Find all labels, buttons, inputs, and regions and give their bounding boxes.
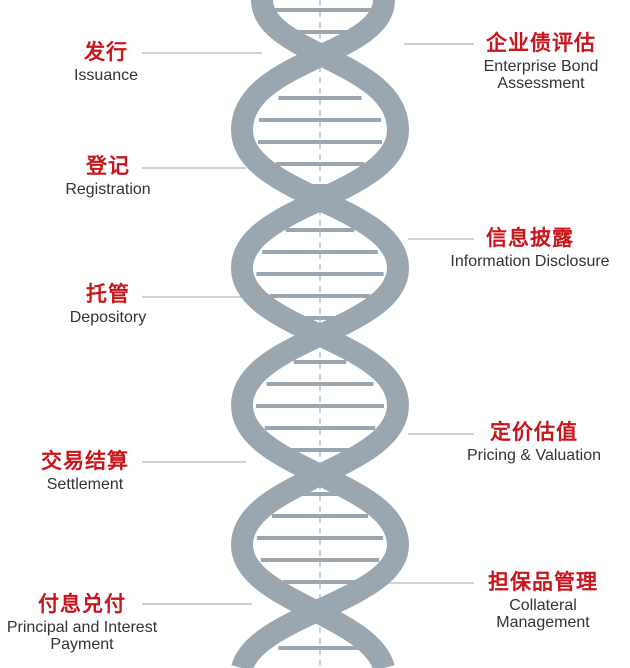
- label-payment-en: Principal and Interest Payment: [6, 619, 158, 653]
- helix-rung: [269, 294, 371, 298]
- label-payment-cn: 付息兑付: [38, 593, 126, 616]
- helix-rung: [260, 558, 380, 562]
- label-bond-assessment: 企业债评估 Enterprise Bond Assessment: [466, 32, 616, 93]
- leader-lines: [142, 43, 474, 605]
- helix-rung: [302, 492, 338, 496]
- helix-rung: [290, 448, 350, 452]
- helix-rung: [256, 536, 384, 540]
- helix-rung: [266, 382, 374, 386]
- helix-rung: [256, 272, 384, 276]
- helix-rung: [308, 184, 332, 188]
- label-depository: 托管 Depository: [52, 283, 164, 327]
- label-issuance: 发行 Issuance: [60, 41, 152, 85]
- label-collateral: 担保品管理 Collateral Management: [478, 571, 608, 632]
- helix-rung: [299, 316, 341, 320]
- label-settlement: 交易结算 Settlement: [30, 450, 140, 494]
- label-disclosure: 信息披露 Information Disclosure: [432, 227, 628, 271]
- label-disclosure-en: Information Disclosure: [450, 253, 610, 271]
- label-settlement-en: Settlement: [46, 476, 124, 494]
- helix-rung: [278, 96, 362, 100]
- helix-rung: [258, 118, 382, 122]
- label-pricing-en: Pricing & Valuation: [467, 447, 601, 465]
- label-registration-cn: 登记: [86, 155, 130, 178]
- label-issuance-en: Issuance: [73, 67, 139, 85]
- label-pricing: 定价估值 Pricing & Valuation: [446, 421, 622, 465]
- helix-rungs: [256, 8, 384, 650]
- helix-rung: [271, 514, 369, 518]
- helix-rung: [285, 228, 355, 232]
- label-collateral-en: Collateral Management: [496, 597, 590, 631]
- label-registration-en: Registration: [65, 181, 151, 199]
- helix-strand-b: [230, 0, 410, 668]
- helix-rung: [278, 646, 362, 650]
- label-payment: 付息兑付 Principal and Interest Payment: [4, 593, 160, 654]
- label-depository-cn: 托管: [86, 283, 130, 306]
- label-registration: 登记 Registration: [48, 155, 168, 199]
- helix-rung: [260, 8, 380, 12]
- helix-rung: [262, 250, 378, 254]
- helix-rung: [293, 360, 347, 364]
- helix-rung: [264, 426, 376, 430]
- label-collateral-cn: 担保品管理: [488, 571, 598, 594]
- helix-rung: [256, 404, 384, 408]
- label-disclosure-cn: 信息披露: [486, 227, 574, 250]
- label-bond-assessment-cn: 企业债评估: [486, 32, 596, 55]
- helix-rung: [282, 30, 358, 34]
- helix-rung: [282, 580, 358, 584]
- helix-rung: [258, 140, 382, 144]
- label-pricing-cn: 定价估值: [490, 421, 578, 444]
- label-bond-assessment-en: Enterprise Bond Assessment: [483, 58, 599, 92]
- label-depository-en: Depository: [69, 309, 147, 327]
- helix-rung: [275, 162, 365, 166]
- label-issuance-cn: 发行: [84, 41, 128, 64]
- label-settlement-cn: 交易结算: [41, 450, 129, 473]
